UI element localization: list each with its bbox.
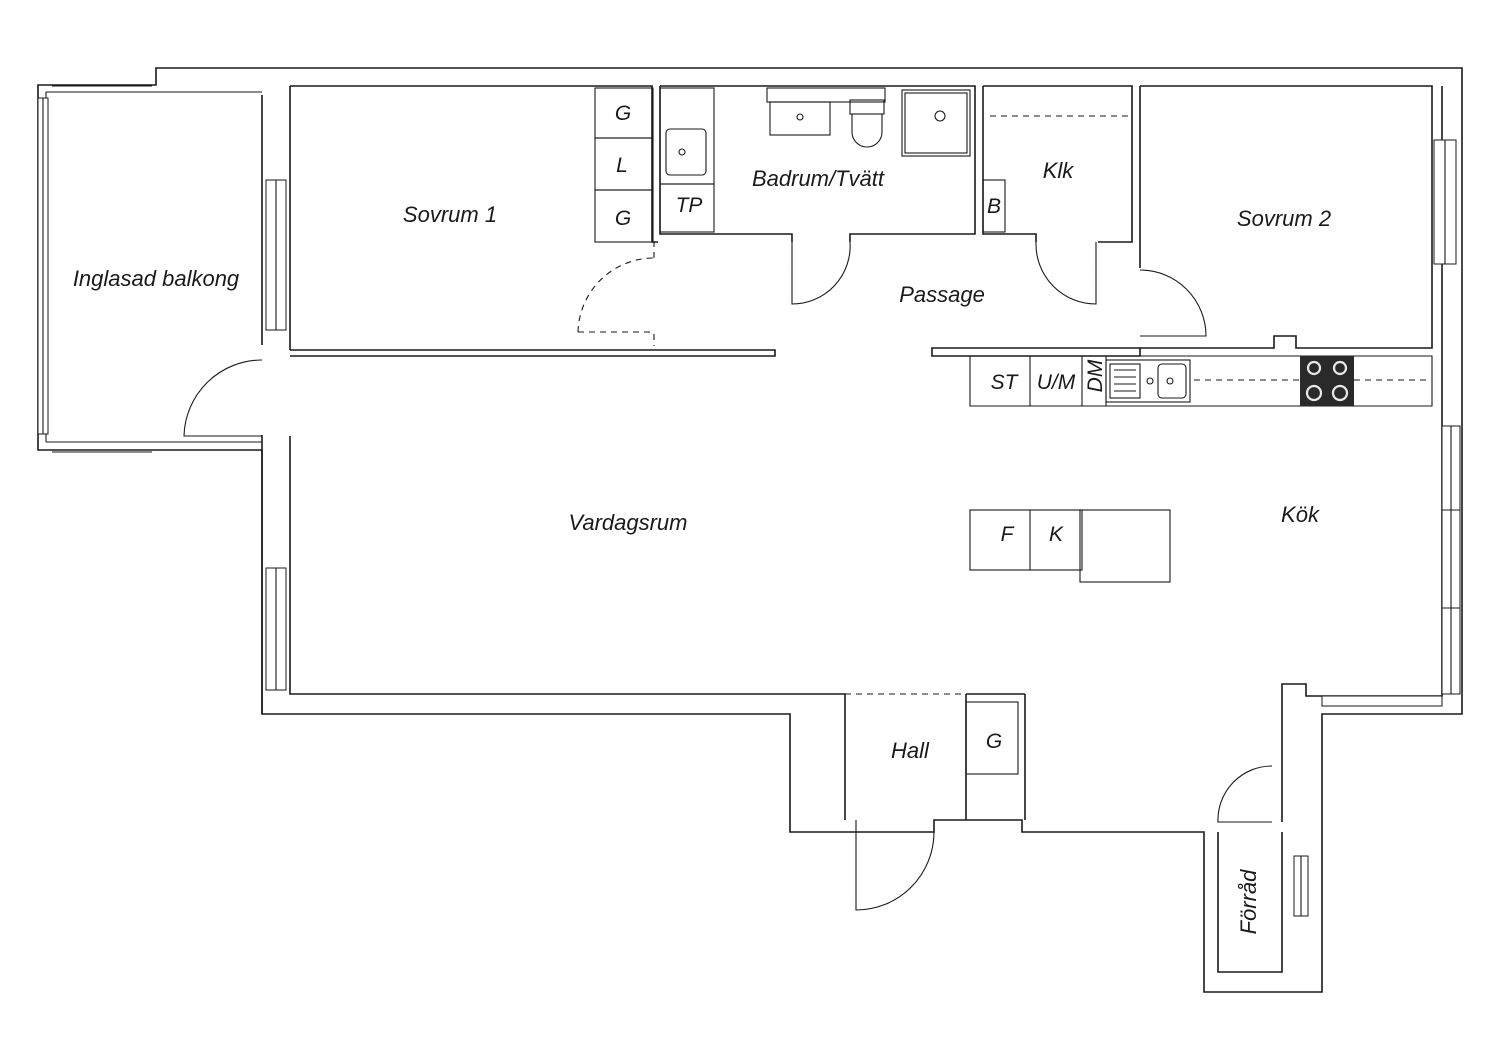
toilet-icon <box>849 99 885 115</box>
fixture-label-fridge: F <box>1001 523 1015 546</box>
sink-icon <box>665 128 707 176</box>
room-label-kitchen: Kök <box>1281 502 1320 527</box>
fixture-label-dryer: TP <box>676 194 703 217</box>
sink-icon <box>769 101 831 136</box>
kitchen-counter <box>969 355 1433 407</box>
kitchen-sink-icon <box>1105 359 1191 403</box>
bedroom-2 <box>1139 85 1457 349</box>
fixture-label-dishwasher: DM <box>1084 359 1107 392</box>
room-label-storage: Förråd <box>1236 869 1261 935</box>
passage-partition <box>931 347 1141 357</box>
room-label-bathroom: Badrum/Tvätt <box>752 166 885 191</box>
room-label-balcony: Inglasad balkong <box>73 266 240 291</box>
storage <box>1217 765 1309 973</box>
room-label-passage: Passage <box>899 282 985 307</box>
fixture-label-hall-wardrobe: G <box>986 730 1002 753</box>
room-label-living: Vardagsrum <box>568 510 687 535</box>
shower-icon <box>901 89 971 157</box>
fixture-label-stove-cabinet: ST <box>991 371 1020 394</box>
balcony <box>37 85 262 453</box>
fixture-label-linen: L <box>616 154 628 177</box>
living-room <box>183 359 287 691</box>
door-swing-icon <box>183 359 263 437</box>
kitchen-windows <box>1321 425 1461 707</box>
fixture-label-closet-b: B <box>987 195 1001 218</box>
bedroom-1 <box>265 85 776 357</box>
fixture-label-oven-microwave: U/M <box>1037 371 1076 394</box>
door-swing-icon <box>1035 241 1097 305</box>
fridge-freezer <box>969 509 1171 583</box>
room-label-bedroom-2: Sovrum 2 <box>1237 206 1331 231</box>
room-label-bedroom-1: Sovrum 1 <box>403 202 497 227</box>
fixture-label-wardrobe: G <box>615 102 631 125</box>
bathroom <box>659 85 976 305</box>
hall <box>845 693 1019 911</box>
door-swing-icon <box>855 820 935 911</box>
room-label-hall: Hall <box>891 738 930 763</box>
door-swing-icon <box>791 241 851 305</box>
closet-klk <box>982 85 1133 305</box>
room-label-closet: Klk <box>1043 158 1075 183</box>
fixture-label-wardrobe: G <box>615 207 631 230</box>
door-swing-icon <box>1217 765 1273 823</box>
door-swing-icon <box>1139 269 1207 337</box>
fixture-label-freezer: K <box>1049 523 1064 546</box>
